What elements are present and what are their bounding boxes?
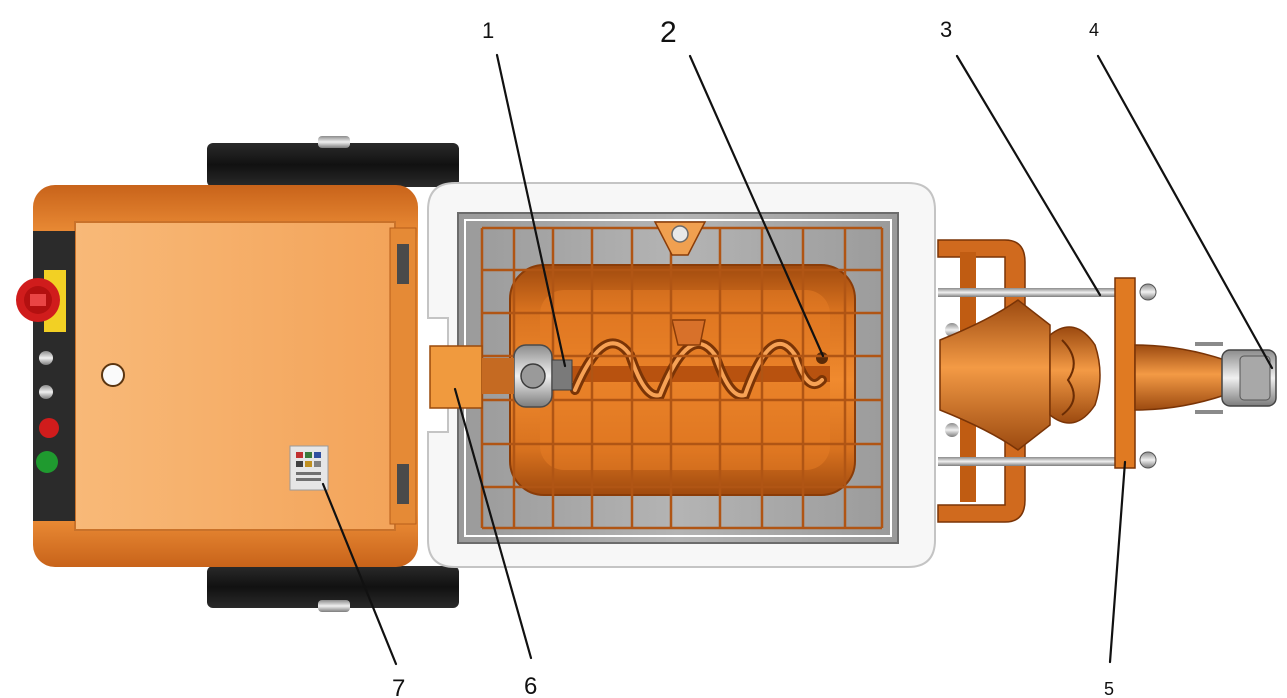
callout-line-7 [321,482,398,666]
outlet-nozzle [1134,344,1226,411]
callout-label-5: 5 [1104,679,1114,698]
pump-stator [939,299,1101,451]
callout-line-4 [1096,54,1274,370]
callout-label-4: 4 [1089,20,1099,40]
callout-line-1 [495,53,567,368]
callout-line-3 [955,54,1102,297]
callout-label-7: 7 [392,675,405,698]
label-sticker [289,445,329,491]
wheel-top [207,136,459,187]
motor-housing [33,185,418,567]
callout-line-2 [688,54,825,358]
callout-line-6 [453,387,533,660]
lifting-eye-icon [653,221,707,256]
callout-label-3: 3 [940,17,952,42]
quick-coupling [1195,342,1277,414]
control-panel [16,231,75,521]
emergency-stop-icon [16,278,60,322]
callout-line-5 [1108,460,1127,664]
bearing-flange [513,344,573,408]
wheel-bottom [207,566,459,612]
callout-label-1: 1 [482,18,494,43]
pressure-flange [1114,277,1136,469]
callout-label-2: 2 [660,16,677,49]
drive-coupling [429,345,514,409]
callout-label-6: 6 [524,673,537,698]
